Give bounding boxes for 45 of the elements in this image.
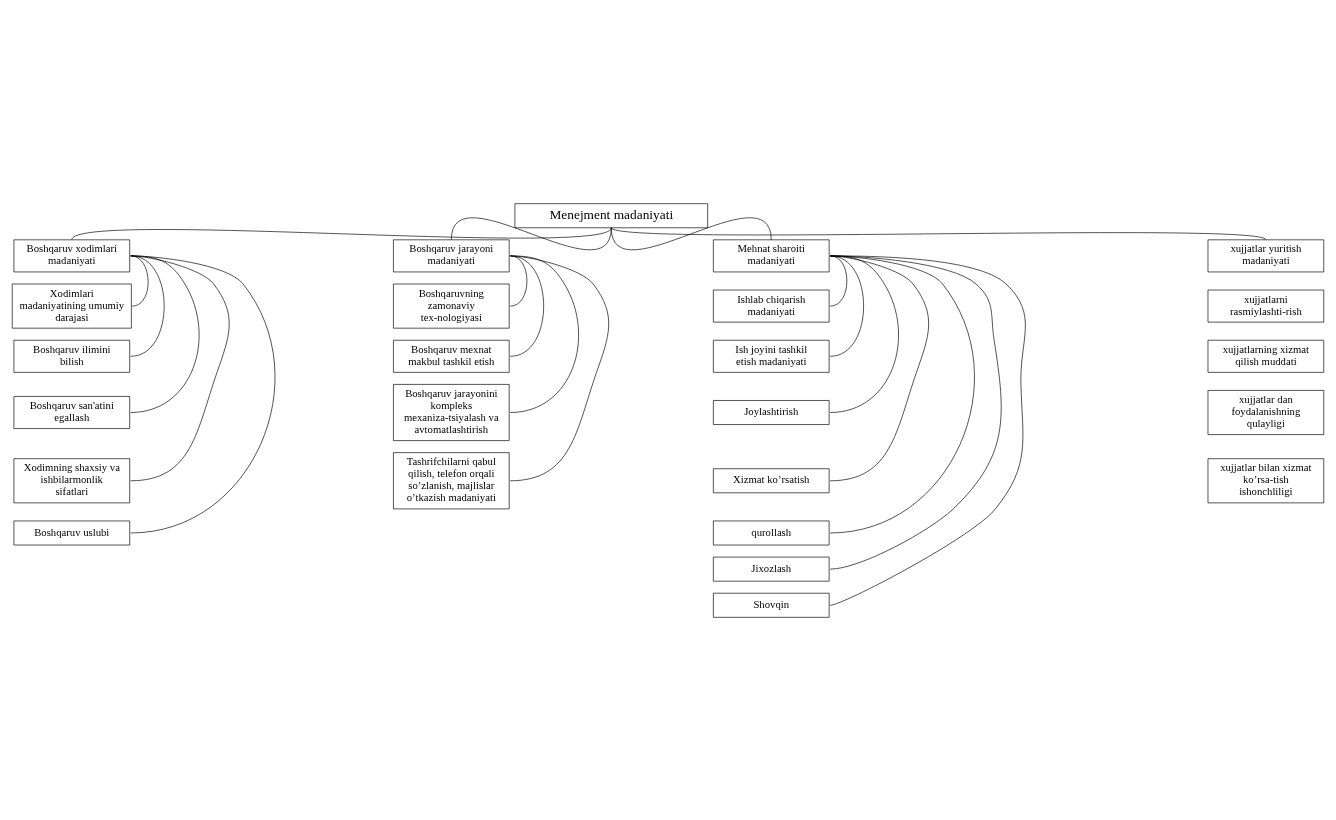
node-box: Ishlab chiqarish madaniyati [713, 289, 830, 322]
node-box: xujjatlarni rasmiylashti-rish [1207, 289, 1325, 322]
connector [71, 226, 612, 240]
node-box: Boshqaruv uslubi [13, 520, 131, 545]
node-box: Boshqaruv mexnat makbul tashkil etish [393, 339, 510, 373]
connector [829, 255, 929, 481]
connector [130, 255, 149, 306]
connector [509, 255, 579, 413]
node-box: Joylashtirish [713, 399, 830, 425]
node-box: Menejment madaniyati [514, 202, 708, 228]
node-box: Boshqaruv jarayoni madaniyati [393, 239, 510, 272]
node-box: Boshqaruv jarayonini kompleks mexaniza-tsiyalash va avtomatlashtirish [393, 383, 510, 441]
connector [450, 217, 612, 250]
connector [610, 217, 772, 250]
connector [509, 255, 544, 357]
node-box: Ish joyini tashkil etish madaniyati [713, 339, 830, 373]
node-box: xujjatlar yuritish madaniyati [1207, 239, 1325, 272]
node-box: xujjatlar bilan xizmat ko’rsa-tish ishonchliligi [1207, 457, 1325, 503]
node-box: Jixozlash [713, 556, 830, 581]
connector [829, 255, 864, 357]
node-box: Xizmat ko’rsatish [713, 467, 830, 493]
connector [130, 255, 165, 357]
connector [610, 226, 1267, 240]
connector [509, 255, 609, 481]
connector [829, 255, 1002, 569]
connector [509, 255, 528, 306]
connector [130, 255, 200, 413]
connector [829, 255, 848, 306]
connector [829, 255, 1026, 606]
node-box: xujjatlar dan foydalanishning qulayligi [1207, 389, 1325, 435]
node-box: Tashrifchilarni qabul qilish, telefon orqali so’zlanish, majlislar o’tkazish madaniyati [393, 451, 510, 509]
node-box: Boshqaruv xodimlari madaniyati [13, 239, 131, 272]
node-box: Boshqaruvning zamonaviy tex-nologiyasi [393, 283, 510, 328]
node-box: Boshqaruv ilimini bilish [13, 339, 131, 373]
node-box: Xodimlari madaniyatining umumiy darajasi [11, 283, 132, 328]
node-box: Mehnat sharoiti madaniyati [713, 239, 830, 272]
node-box: Xodimning shaxsiy va ishbilarmonlik sifatlari [13, 457, 131, 503]
connector [130, 255, 230, 481]
node-box: Boshqaruv san'atini egallash [13, 395, 131, 429]
node-box: xujjatlarning xizmat qilish muddati [1207, 339, 1325, 373]
connector [130, 255, 275, 533]
connector [829, 255, 975, 533]
connector [829, 255, 899, 413]
node-box: Shovqin [713, 592, 830, 618]
node-box: qurollash [713, 520, 830, 545]
